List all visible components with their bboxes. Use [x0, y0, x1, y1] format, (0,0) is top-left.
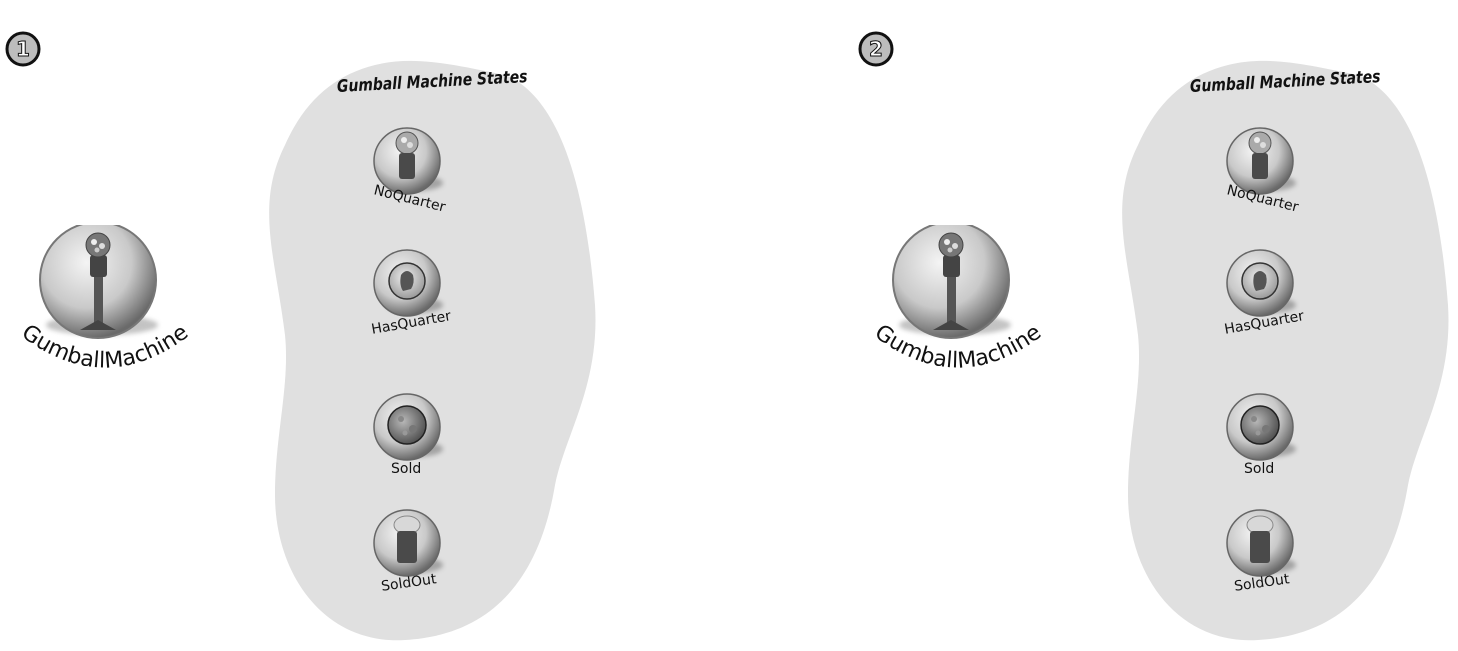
states-region-shape [1122, 60, 1449, 641]
state-label-sold: Sold [1244, 461, 1275, 477]
gumball-machine-icon [373, 127, 443, 195]
state-label-sold: Sold [391, 461, 422, 477]
states-region: Gumball Machine States NoQuarter HasQuar… [255, 55, 605, 645]
states-region-shape [269, 60, 596, 641]
gumball-icon [1226, 393, 1296, 461]
gumball-machine-context: GumballMachine [17, 225, 193, 374]
step-number: 1 [16, 37, 30, 61]
quarter-coin-icon [373, 249, 443, 317]
empty-machine-icon [373, 509, 443, 577]
panel-step-1: 1 GumballMachine Gumball Machine States … [5, 31, 605, 645]
gumball-icon [373, 393, 443, 461]
gumball-machine-bubble-icon [892, 225, 1011, 339]
gumball-machine-icon [1226, 127, 1296, 195]
gumball-machine-context: GumballMachine [870, 225, 1046, 374]
panel-step-2: 2 GumballMachine Gumball Machine States … [853, 0, 1458, 651]
step-2-badge-icon: 2 [858, 31, 894, 67]
step-number: 2 [869, 37, 883, 61]
gumball-machine-bubble-icon [39, 225, 158, 339]
empty-machine-icon [1226, 509, 1296, 577]
states-region: Gumball Machine States NoQuarter HasQuar… [1108, 55, 1458, 645]
step-1-badge-icon: 1 [5, 31, 41, 67]
quarter-coin-icon [1226, 249, 1296, 317]
